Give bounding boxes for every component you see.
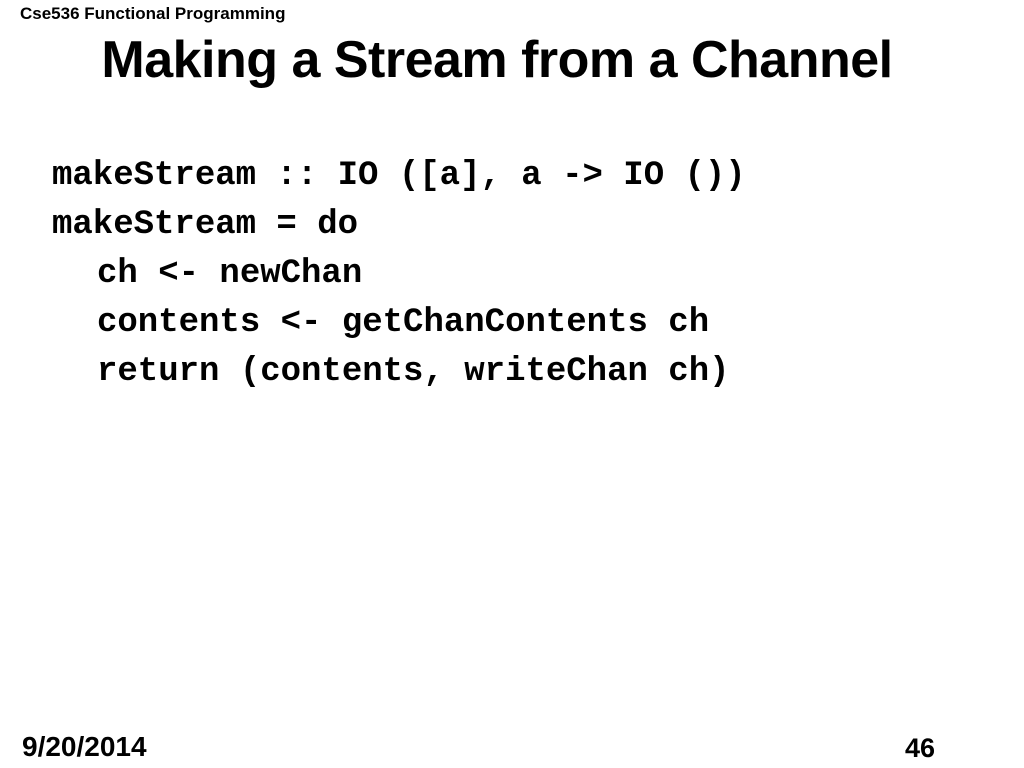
code-line: contents <- getChanContents ch bbox=[97, 304, 710, 342]
code-line: return (contents, writeChan ch) bbox=[97, 353, 730, 391]
page-number: 46 bbox=[904, 733, 935, 763]
code-line: makeStream = do bbox=[52, 206, 359, 244]
course-header: Cse536 Functional Programming bbox=[20, 4, 286, 23]
code-line: ch <- newChan bbox=[97, 255, 363, 293]
slide-title: Making a Stream from a Channel bbox=[101, 31, 893, 89]
footer-date: 9/20/2014 bbox=[22, 731, 147, 762]
code-block: makeStream :: IO ([a], a -> IO ())makeSt… bbox=[52, 152, 746, 397]
code-line: makeStream :: IO ([a], a -> IO ()) bbox=[52, 157, 746, 195]
